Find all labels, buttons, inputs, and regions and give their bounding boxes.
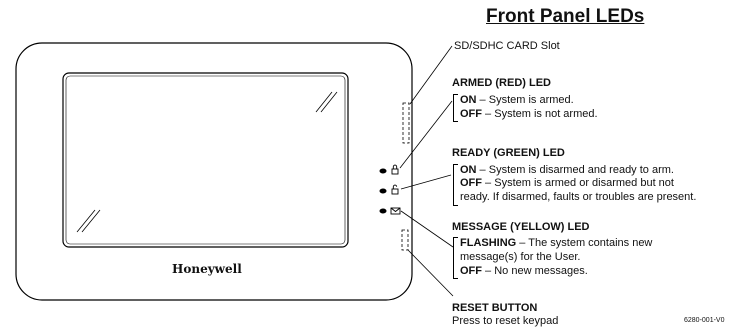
reset-button xyxy=(401,229,409,251)
message-led-dot xyxy=(379,208,387,214)
ready-on-line: ON – System is disarmed and ready to arm… xyxy=(460,164,674,176)
message-led-heading: MESSAGE (YELLOW) LED xyxy=(452,221,590,233)
message-bracket xyxy=(453,237,458,279)
page-title: Front Panel LEDs xyxy=(486,6,645,27)
armed-on-line: ON – System is not armed. – System is ar… xyxy=(460,94,574,106)
message-flash-line-2: message(s) for the User. xyxy=(460,251,581,263)
sd-slot-label: SD/SDHC CARD Slot xyxy=(454,40,560,52)
armed-lock-icon xyxy=(391,164,399,175)
ready-off-line-2: ready. If disarmed, faults or troubles a… xyxy=(460,191,697,203)
leader-message xyxy=(400,210,454,248)
leader-sd xyxy=(409,45,453,105)
ready-bracket xyxy=(453,164,458,206)
touch-screen xyxy=(62,72,349,248)
message-off-line: OFF – No new messages. xyxy=(460,265,588,277)
brand-logo: Honeywell xyxy=(172,262,242,276)
armed-off-line: OFF – System is not armed. xyxy=(460,108,598,120)
leader-armed xyxy=(399,100,453,169)
ready-unlock-icon xyxy=(391,184,399,195)
armed-led-heading: ARMED (RED) LED xyxy=(452,77,551,89)
armed-bracket xyxy=(453,94,458,122)
leader-reset xyxy=(407,249,454,297)
ready-off-line: OFF – System is armed or disarmed but no… xyxy=(460,177,674,189)
leader-ready xyxy=(400,174,452,190)
figure-reference-code: 6280-001-V0 xyxy=(684,317,725,324)
reset-button-text: Press to reset keypad xyxy=(452,315,559,327)
reset-button-heading: RESET BUTTON xyxy=(452,302,538,314)
screen-glare-top xyxy=(315,91,338,113)
envelope-icon xyxy=(390,207,401,215)
screen-glare-bottom xyxy=(76,209,101,233)
sd-card-slot xyxy=(402,102,410,144)
armed-led-dot xyxy=(379,168,387,174)
message-flash-line: FLASHING – The system contains new xyxy=(460,237,653,249)
ready-led-heading: READY (GREEN) LED xyxy=(452,147,565,159)
ready-led-dot xyxy=(379,188,387,194)
